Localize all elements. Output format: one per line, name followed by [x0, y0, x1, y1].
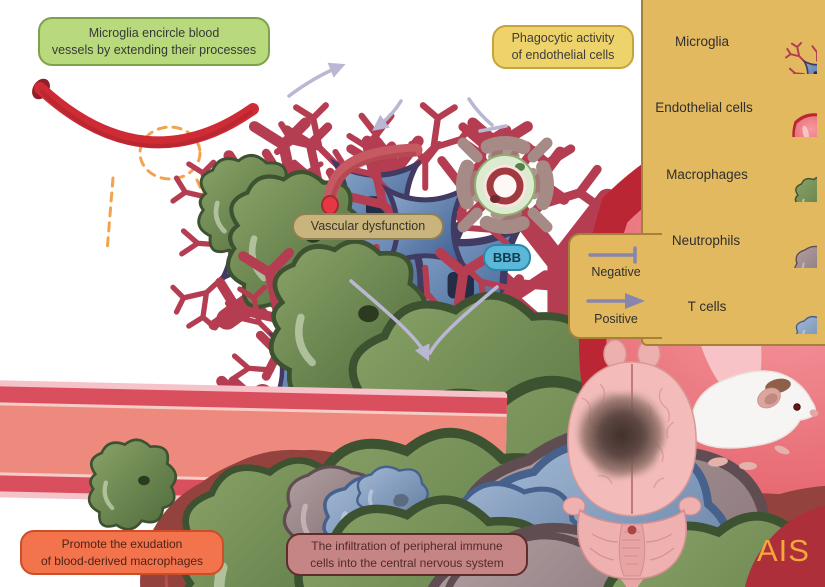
ais-badge-text: AIS	[757, 533, 810, 568]
phagocytic-annotation: Phagocytic activity of endothelial cells	[492, 25, 634, 69]
vascular-dysfunction-figure	[321, 143, 423, 215]
microglia-cell-icon	[785, 42, 817, 75]
positive-label: Positive	[594, 311, 638, 326]
macrophage-cell-icon	[793, 175, 817, 203]
relation-arrows	[287, 62, 508, 362]
legend-label: Macrophages	[666, 166, 748, 182]
legend-item-microglia: Microglia	[653, 8, 817, 75]
legend-label: Microglia	[674, 33, 729, 49]
legend-item-tcells: T cells	[653, 274, 817, 340]
bbb-cross-section-figure	[456, 136, 554, 234]
exudation-annotation-text: Promote the exudation of blood-derived m…	[40, 537, 204, 568]
legend-item-endothelial: Endothelial cells	[653, 74, 817, 140]
phagocytic-annotation-text: Phagocytic activity of endothelial cells	[511, 31, 615, 62]
legend-item-macrophages: Macrophages	[653, 141, 817, 207]
negative-relation-key: Negative	[585, 246, 647, 279]
upper-vessel-scene	[32, 78, 825, 587]
legend-label: Neutrophils	[671, 232, 741, 248]
bbb-badge: BBB	[483, 244, 531, 271]
ais-badge: AIS	[757, 533, 810, 569]
negative-label: Negative	[591, 265, 641, 280]
microglia-annotation-text: Microglia encircle blood vessels by exte…	[51, 25, 257, 57]
infiltration-annotation: The infiltration of peripheral immune ce…	[286, 533, 528, 576]
positive-arrow-icon	[586, 292, 645, 309]
vascular-dysfunction-text: Vascular dysfunction	[310, 219, 426, 234]
neutrophil-cell-icon	[793, 245, 817, 269]
infiltration-annotation-text: The infiltration of peripheral immune ce…	[310, 539, 504, 570]
endothelial-cell-icon	[792, 112, 817, 137]
legend-item-neutrophils: Neutrophils	[653, 207, 817, 273]
relation-key-box: Negative Positive	[568, 233, 662, 339]
bbb-badge-text: BBB	[492, 249, 522, 265]
legend-label: Endothelial cells	[655, 100, 753, 116]
microglia-annotation: Microglia encircle blood vessels by exte…	[38, 17, 270, 66]
vascular-dysfunction-annotation: Vascular dysfunction	[292, 213, 444, 240]
legend-label: T cells	[687, 299, 727, 315]
legend-panel: Microglia Endothelial cells Macrophages …	[641, 0, 825, 346]
positive-relation-key: Positive	[583, 291, 649, 326]
exudation-annotation: Promote the exudation of blood-derived m…	[20, 530, 224, 575]
ais-disc	[744, 505, 825, 587]
negative-tbar-icon	[588, 246, 637, 265]
t-cell-icon	[794, 315, 817, 334]
brain-figure	[562, 339, 702, 587]
